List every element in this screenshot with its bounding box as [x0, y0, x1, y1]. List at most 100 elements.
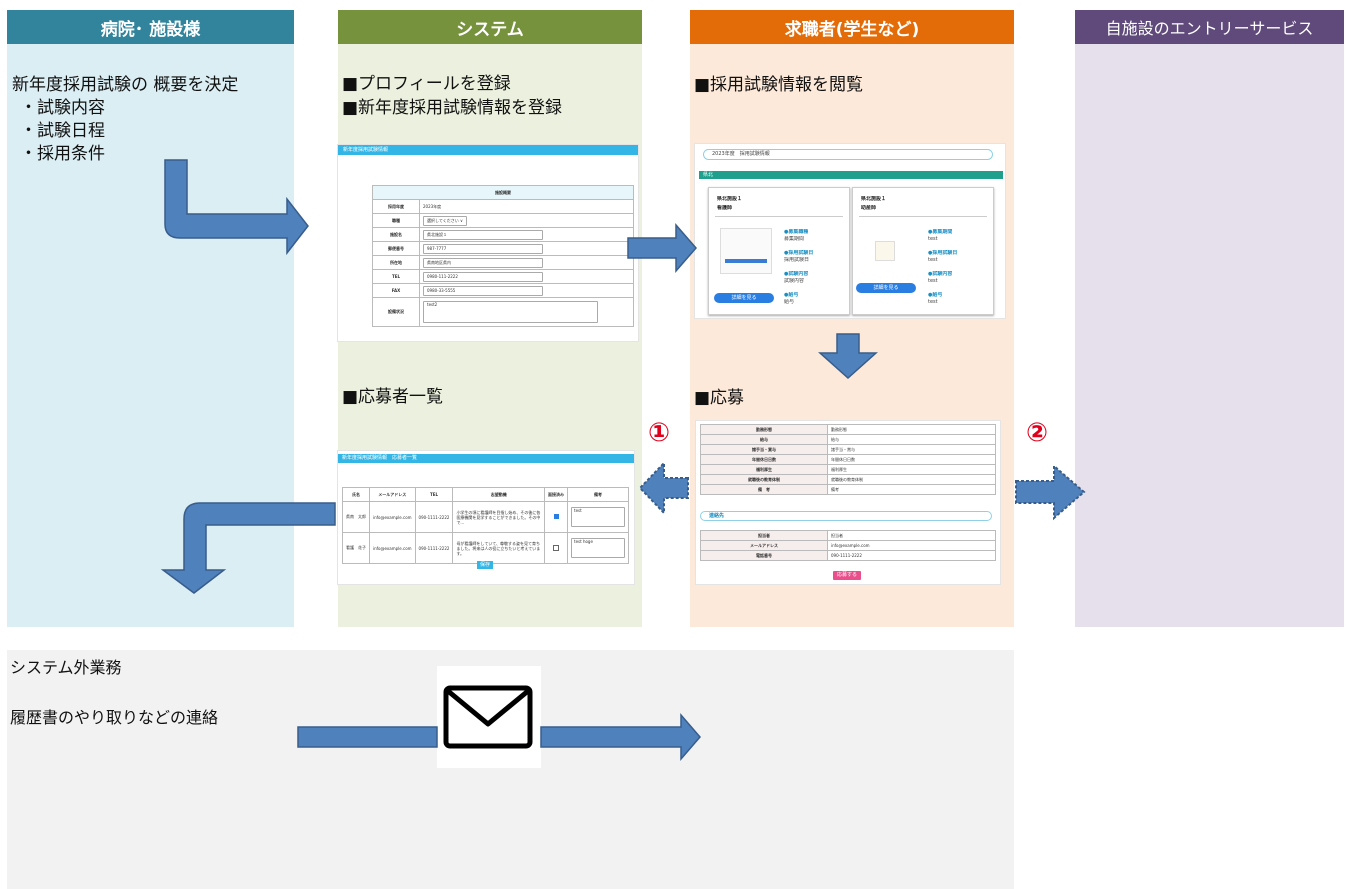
- lane-entry: 自施設のエントリーサービス: [1075, 10, 1344, 627]
- card-detail-button[interactable]: 詳細を見る: [856, 283, 916, 293]
- card-info-key: ●採用試験日: [784, 250, 814, 256]
- register-row-label: 郵便番号: [372, 241, 420, 256]
- col-name: 氏名: [342, 487, 370, 502]
- register-address-input[interactable]: 県南地区県内: [423, 257, 543, 268]
- col-interviewed: 面接済み: [544, 487, 568, 502]
- applicants-table: 氏名 メールアドレス TEL 志望動機 面接済み 備考 県南 太郎 info@e…: [342, 487, 629, 564]
- card-detail-button[interactable]: 詳細を見る: [714, 293, 774, 303]
- card-info-key: ●給与: [928, 292, 943, 298]
- register-row: 施設名県北施設１: [372, 227, 634, 242]
- outside-system-subtitle: 履歴書のやり取りなどの連絡: [10, 708, 219, 727]
- envelope-icon-svg: [443, 685, 533, 749]
- card-info-key: ●募集期間: [928, 229, 953, 235]
- card-thumbnail: [720, 228, 772, 274]
- register-form-header-text: 新年度採用試験情報: [343, 147, 389, 153]
- register-table-title: 施設概要: [372, 185, 634, 200]
- card-thumbnail: [875, 241, 895, 261]
- system-register-profile: ■プロフィールを登録: [342, 74, 511, 94]
- card-info-value: test: [928, 257, 938, 263]
- apply-contact-title: 連絡先: [700, 511, 992, 521]
- note-textarea[interactable]: test: [571, 507, 625, 527]
- register-row: 所在地県南地区県内: [372, 255, 634, 270]
- lane-hospital-header: 病院･ 施設様: [7, 10, 294, 44]
- browse-region-text: 県北: [703, 172, 714, 178]
- register-fax-input[interactable]: 0980-33-5555: [423, 285, 543, 296]
- card-info-value: test: [928, 236, 938, 242]
- register-form-header: 新年度採用試験情報: [338, 145, 638, 155]
- browse-region-bar: 県北: [699, 171, 1003, 179]
- seeker-apply-label: ■応募: [694, 388, 745, 408]
- applicant-tel: 090-1111-2222: [414, 501, 454, 533]
- interviewed-checkbox[interactable]: [553, 514, 559, 519]
- interviewed-checkbox[interactable]: [553, 544, 559, 551]
- lane-entry-body: [1075, 44, 1344, 627]
- apply-submit-button[interactable]: 応募する: [833, 571, 861, 580]
- hospital-item-3: ・採用条件: [20, 144, 105, 164]
- outside-system-title: システム外業務: [10, 658, 122, 677]
- card-info-key: ●給与: [784, 292, 799, 298]
- browse-card[interactable]: 県北施設１ 助産師 ●募集期間 test ●採用試験日 test ●試験内容 t…: [852, 187, 994, 315]
- screenshot-applicants-list: 新年度採用試験情報 応募者一覧 氏名 メールアドレス TEL 志望動機 面接済み…: [338, 451, 634, 584]
- register-equipment-textarea[interactable]: test2: [423, 301, 598, 323]
- apply-contact-title-text: 連絡先: [709, 513, 725, 519]
- system-applicants-label: ■応募者一覧: [342, 387, 444, 407]
- applicants-header-text: 新年度採用試験情報 応募者一覧: [342, 455, 418, 461]
- card-job: 助産師: [861, 205, 877, 211]
- apply-terms-table: 勤務形態勤務形態 給与給与 諸手当・賞与諸手当・賞与 年間休日日数年間休日日数 …: [700, 424, 996, 495]
- hospital-item-1: ・試験内容: [20, 98, 105, 118]
- applicants-header: 新年度採用試験情報 応募者一覧: [338, 454, 634, 463]
- lane-system-header: システム: [338, 10, 642, 44]
- card-divider: [859, 216, 987, 217]
- register-zip-input[interactable]: 987-7777: [423, 243, 543, 254]
- lane-entry-header: 自施設のエントリーサービス: [1075, 10, 1344, 44]
- table-row: 看護 花子 info@example.com 090-1111-2222 母が看…: [342, 532, 629, 564]
- card-info-value: 試験内容: [784, 278, 805, 284]
- card-info-value: 採用試験日: [784, 257, 810, 263]
- register-job-select[interactable]: 選択してください ∨: [423, 215, 467, 226]
- register-row-label: TEL: [372, 269, 420, 284]
- card-facility: 県北施設１: [861, 196, 887, 202]
- card-info-key: ●試験内容: [928, 271, 953, 277]
- register-tel-input[interactable]: 0980-111-2222: [423, 271, 543, 282]
- contact-row-value: 090-1111-2222: [827, 550, 996, 561]
- card-info-key: ●募集職種: [784, 229, 809, 235]
- lane-entry-title: 自施設のエントリーサービス: [1105, 19, 1314, 38]
- apply-row-value: 備考: [827, 484, 996, 495]
- note-textarea[interactable]: test hoge: [571, 538, 625, 558]
- marker-one: ①: [648, 418, 671, 448]
- table-row: 備 考備考: [700, 484, 996, 495]
- browse-year-title-text: 2023年度 採用試験情報: [712, 151, 770, 157]
- browse-card[interactable]: 県北施設１ 看護師 ●募集職種 募集期間 ●採用試験日 採用試験日 ●試験内容 …: [708, 187, 850, 315]
- lane-hospital-body: 新年度採用試験の 概要を決定 ・試験内容 ・試験日程 ・採用条件: [7, 44, 294, 627]
- applicants-save-button[interactable]: 保存: [477, 561, 493, 569]
- lane-seeker-title: 求職者(学生など): [784, 19, 920, 40]
- register-facility-input[interactable]: 県北施設１: [423, 229, 543, 240]
- register-row-label: 施設名: [372, 227, 420, 242]
- lane-hospital-title: 病院･ 施設様: [100, 19, 201, 40]
- seeker-view-label: ■採用試験情報を閲覧: [694, 75, 864, 95]
- card-info-key: ●採用試験日: [928, 250, 958, 256]
- card-info-value: 募集期間: [784, 236, 805, 242]
- hospital-item-2: ・試験日程: [20, 121, 105, 141]
- browse-year-title: 2023年度 採用試験情報: [703, 149, 993, 160]
- screenshot-browse-exams: 2023年度 採用試験情報 県北 県北施設１ 看護師 ●募集職種 募集期間 ●採…: [695, 144, 1005, 318]
- lane-hospital: 病院･ 施設様 新年度採用試験の 概要を決定 ・試験内容 ・試験日程 ・採用条件: [7, 10, 294, 627]
- hospital-step-title: 新年度採用試験の 概要を決定: [12, 75, 239, 95]
- lane-system-title: システム: [456, 19, 524, 40]
- applicant-email: info@example.com: [369, 532, 416, 564]
- register-row: 職種選択してください ∨: [372, 213, 634, 228]
- card-info-value: test: [928, 278, 938, 284]
- card-info-value: test: [928, 299, 938, 305]
